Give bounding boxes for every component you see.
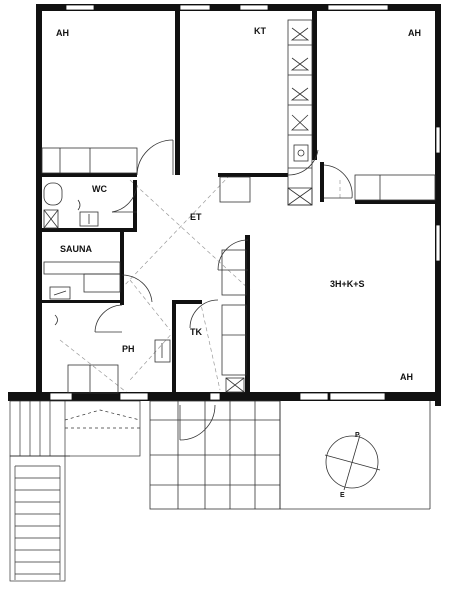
room-label-tk: TK: [190, 327, 202, 337]
kitchen-counter: [219, 19, 313, 206]
room-label-main: 3H+K+S: [330, 279, 365, 289]
interior-walls: [42, 10, 437, 395]
sauna-bench: [43, 261, 121, 300]
room-label-ph: PH: [122, 344, 135, 354]
stairs: [9, 400, 141, 582]
compass-north-label: P: [355, 432, 360, 439]
room-label-et: ET: [190, 212, 202, 222]
terrace: [149, 400, 431, 510]
wc-fixtures: [43, 182, 99, 229]
windows: [49, 4, 441, 401]
room-label-ah-bottom-right: AH: [400, 372, 413, 382]
outer-walls: [8, 4, 441, 406]
circulation-lines: [40, 174, 341, 396]
compass: [324, 434, 381, 491]
room-label-kt: KT: [254, 26, 266, 36]
closets: [41, 147, 436, 393]
room-label-wc: WC: [92, 184, 107, 194]
compass-east-label: E: [340, 492, 345, 499]
room-label-ah-top-left: AH: [56, 28, 69, 38]
room-label-sauna: SAUNA: [60, 244, 93, 254]
ph-fixtures: [54, 314, 171, 394]
room-label-ah-top-right: AH: [408, 28, 421, 38]
doors: [94, 139, 353, 441]
